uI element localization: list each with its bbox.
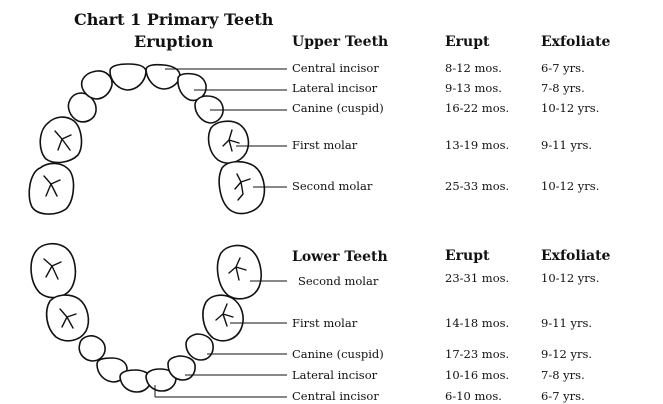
upper-left-second-molar-fissure <box>43 175 61 197</box>
upper-erupt-header: Erupt <box>445 34 490 50</box>
upper-erupt-lateral-incisor: 9-13 mos. <box>445 81 502 95</box>
upper-label-canine: Canine (cuspid) <box>292 101 384 115</box>
lower-left-canine <box>78 335 106 362</box>
chart-subtitle: Eruption <box>134 32 214 51</box>
lower-right-canine <box>185 333 214 361</box>
upper-left-central-incisor <box>109 63 147 91</box>
upper-left-lateral-incisor <box>80 70 113 100</box>
lower-teeth-header: Lower Teeth <box>292 249 388 265</box>
upper-left-canine <box>67 92 97 123</box>
lower-erupt-header: Erupt <box>445 248 490 264</box>
upper-label-lateral-incisor: Lateral incisor <box>292 81 378 95</box>
lower-exfoliate-first-molar: 9-11 yrs. <box>541 316 593 330</box>
lower-erupt-canine: 17-23 mos. <box>445 347 510 361</box>
lower-label-central-incisor: Central incisor <box>292 389 379 403</box>
lower-exfoliate-lateral-incisor: 7-8 yrs. <box>541 368 585 382</box>
lower-exfoliate-second-molar: 10-12 yrs. <box>541 271 600 285</box>
upper-erupt-canine: 16-22 mos. <box>445 101 510 115</box>
upper-right-second-molar-fissure <box>234 173 251 201</box>
lower-left-second-molar-fissure <box>43 258 62 280</box>
lower-erupt-central-incisor: 6-10 mos. <box>445 389 502 403</box>
lower-leader-lines <box>154 280 287 398</box>
lower-label-canine: Canine (cuspid) <box>292 347 384 361</box>
upper-exfoliate-header: Exfoliate <box>541 34 611 50</box>
lower-exfoliate-central-incisor: 6-7 yrs. <box>541 389 585 403</box>
upper-arch <box>28 63 266 215</box>
upper-right-first-molar <box>207 120 250 164</box>
upper-right-central-incisor <box>145 63 181 90</box>
upper-erupt-first-molar: 13-19 mos. <box>445 138 510 152</box>
upper-label-second-molar: Second molar <box>292 179 373 193</box>
upper-leader-lines <box>165 68 287 188</box>
upper-exfoliate-first-molar: 9-11 yrs. <box>541 138 593 152</box>
upper-label-central-incisor: Central incisor <box>292 61 379 75</box>
lower-right-lateral-incisor <box>167 355 196 381</box>
upper-label-first-molar: First molar <box>292 138 358 152</box>
lower-arch <box>30 242 262 393</box>
upper-erupt-central-incisor: 8-12 mos. <box>445 61 502 75</box>
chart-title: Chart 1 Primary Teeth <box>74 10 274 29</box>
upper-teeth-header: Upper Teeth <box>292 34 389 50</box>
upper-left-first-molar-fissure <box>54 130 72 151</box>
lower-exfoliate-canine: 9-12 yrs. <box>541 347 593 361</box>
lower-right-second-molar <box>216 244 262 300</box>
upper-exfoliate-central-incisor: 6-7 yrs. <box>541 61 585 75</box>
upper-exfoliate-second-molar: 10-12 yrs. <box>541 179 600 193</box>
upper-right-canine <box>194 95 224 124</box>
upper-exfoliate-lateral-incisor: 7-8 yrs. <box>541 81 585 95</box>
lower-right-first-molar <box>202 294 244 342</box>
lower-left-first-molar-fissure <box>59 308 77 329</box>
upper-right-lateral-incisor <box>177 72 207 102</box>
lower-label-lateral-incisor: Lateral incisor <box>292 368 378 382</box>
upper-left-second-molar <box>28 162 75 215</box>
lower-right-first-molar-fissure <box>215 303 234 327</box>
upper-right-first-molar-fissure <box>222 129 240 152</box>
lower-exfoliate-header: Exfoliate <box>541 248 611 264</box>
lower-right-second-molar-fissure <box>228 257 247 281</box>
lower-left-second-molar <box>30 242 77 299</box>
lower-erupt-lateral-incisor: 10-16 mos. <box>445 368 510 382</box>
lower-erupt-second-molar: 23-31 mos. <box>445 271 510 285</box>
lower-label-first-molar: First molar <box>292 316 358 330</box>
upper-erupt-second-molar: 25-33 mos. <box>445 179 510 193</box>
upper-left-first-molar <box>39 116 83 164</box>
lower-erupt-first-molar: 14-18 mos. <box>445 316 510 330</box>
upper-exfoliate-canine: 10-12 yrs. <box>541 101 600 115</box>
lower-label-second-molar: Second molar <box>298 274 379 288</box>
